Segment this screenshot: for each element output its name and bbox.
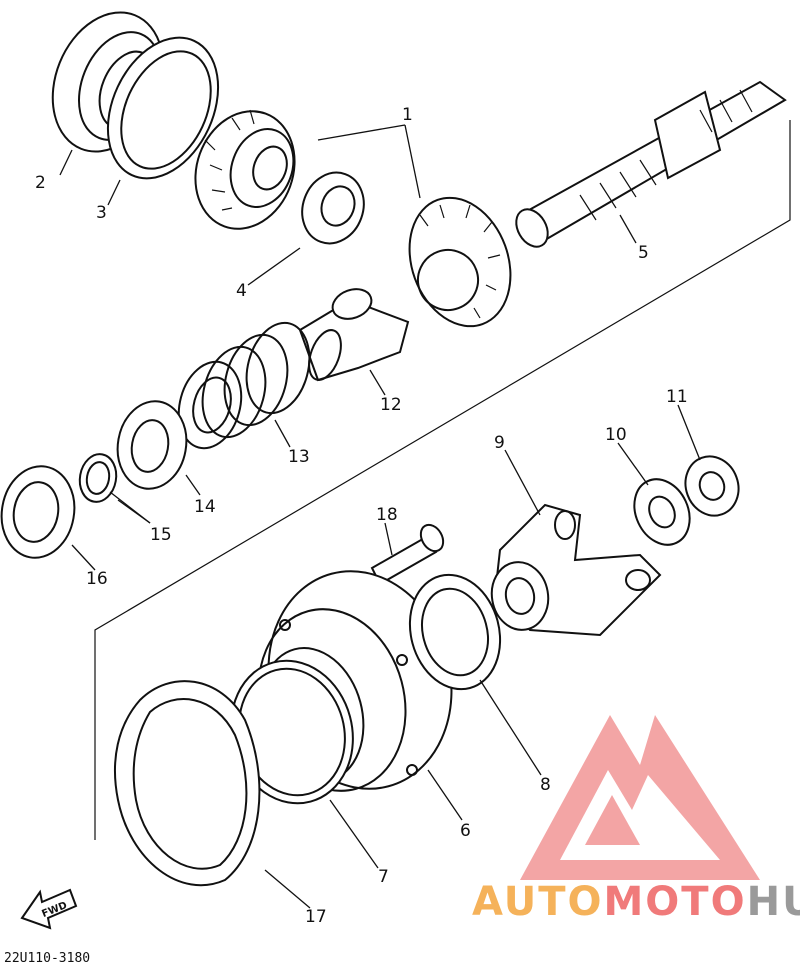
bearing-part-16 [0, 465, 76, 559]
label-part-8: 8 [540, 775, 551, 795]
automotohub-logo-icon [520, 715, 760, 880]
section-boundary-lines [94, 120, 791, 840]
collar-part-14 [116, 400, 188, 490]
spring-part-13 [177, 321, 311, 450]
label-part-16: 16 [86, 569, 108, 589]
diagram-code: 22U110-3180 [4, 951, 90, 966]
shim-ring-part-3 [106, 36, 220, 180]
washer-part-10 [633, 478, 691, 546]
watermark-brand: AUTOMOTOHUB [472, 879, 800, 925]
watermark-brand-hub: HUB [747, 879, 800, 925]
label-part-9: 9 [494, 433, 505, 453]
label-part-11: 11 [666, 387, 688, 407]
label-part-15: 15 [150, 525, 172, 545]
watermark-brand-auto: AUTO [472, 879, 604, 925]
label-part-6: 6 [460, 821, 471, 841]
label-part-2: 2 [35, 173, 46, 193]
forward-arrow-icon: FWD [20, 888, 78, 930]
lock-plate-part-17 [113, 680, 261, 887]
bevel-gear-part-1-upper [194, 109, 296, 230]
bevel-gear-part-1-lower [408, 196, 512, 328]
nut-part-4 [301, 171, 365, 245]
label-part-14: 14 [194, 497, 216, 517]
bolt-part-18 [370, 523, 445, 586]
label-part-13: 13 [288, 447, 310, 467]
nut-part-11 [684, 455, 740, 517]
label-part-17: 17 [305, 907, 327, 927]
oil-seal-part-8 [408, 573, 502, 691]
label-part-7: 7 [378, 867, 389, 887]
label-part-1: 1 [402, 105, 413, 125]
label-part-4: 4 [236, 281, 247, 301]
watermark-brand-moto: MOTO [604, 879, 747, 925]
label-part-10: 10 [605, 425, 627, 445]
label-part-12: 12 [380, 395, 402, 415]
part-number-labels: 1 2 3 4 5 6 7 8 9 10 11 12 13 14 15 16 1… [35, 105, 688, 927]
drive-shaft-part-5 [515, 80, 787, 248]
label-part-5: 5 [638, 243, 649, 263]
shift-slider-part-12 [298, 288, 410, 382]
yoke-part-9 [490, 503, 662, 637]
label-part-3: 3 [96, 203, 107, 223]
circlip-part-15 [78, 453, 118, 503]
leader-lines [59, 124, 701, 909]
label-part-18: 18 [376, 505, 398, 525]
